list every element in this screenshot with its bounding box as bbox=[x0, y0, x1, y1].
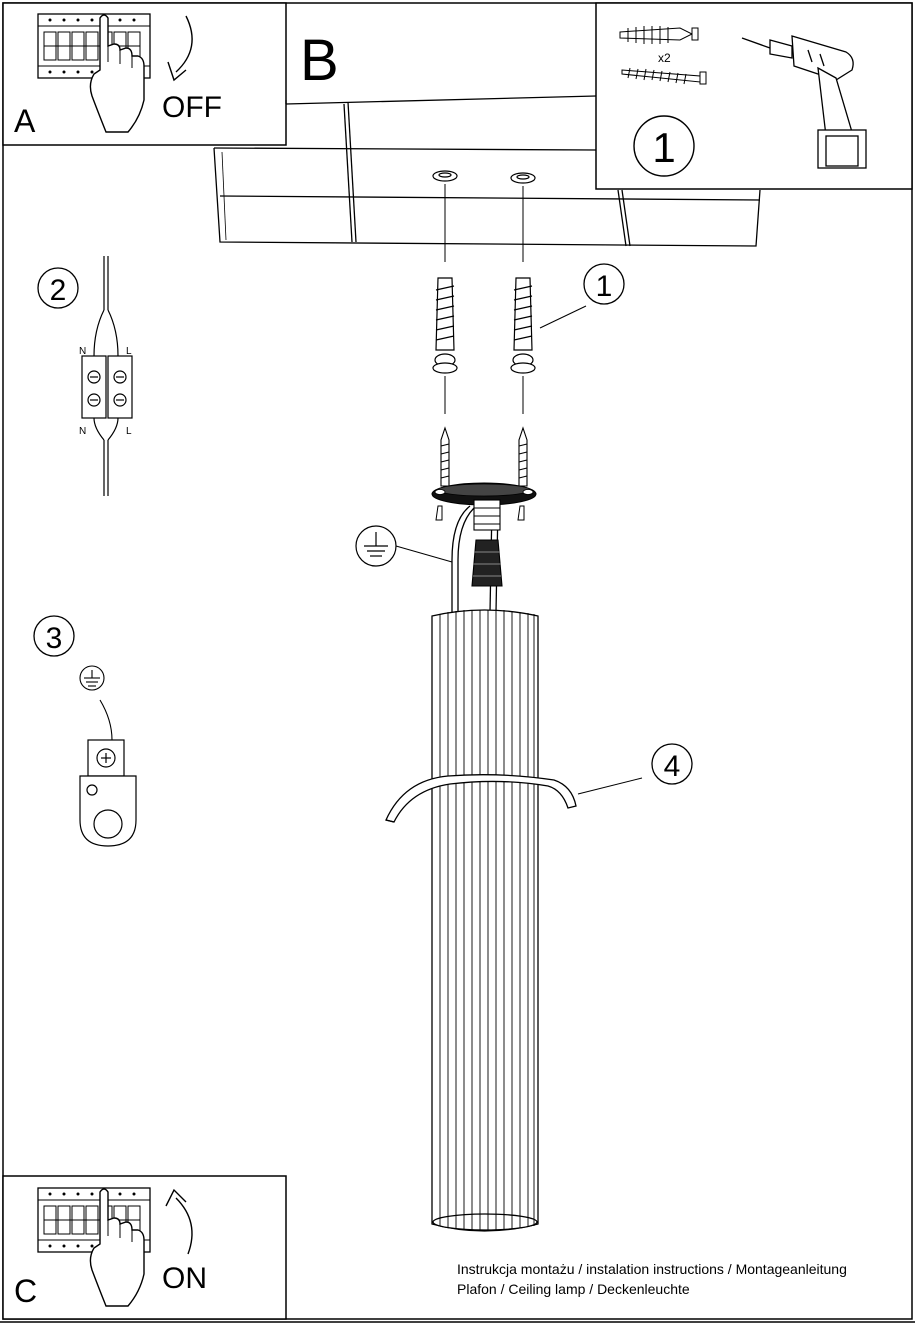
terminal-block-icon bbox=[81, 355, 133, 419]
lamp-ribs bbox=[439, 610, 535, 1230]
off-label: OFF bbox=[162, 91, 222, 124]
panel-tools: x2 1 bbox=[595, 2, 913, 190]
switch-up-arrow-icon bbox=[175, 1197, 193, 1255]
wire-l-top: L bbox=[126, 346, 132, 357]
panel-c: C ON bbox=[2, 1175, 287, 1320]
caption-line-1: Instrukcja montażu / instalation instruc… bbox=[457, 1261, 847, 1277]
earth-symbol-icon bbox=[355, 525, 397, 567]
drill-icon bbox=[741, 35, 867, 169]
dowel-icon bbox=[619, 26, 699, 44]
wire-n-bottom: N bbox=[79, 426, 86, 437]
step-number-1-tools: 1 bbox=[652, 124, 675, 171]
earth-symbol-icon bbox=[79, 665, 105, 691]
drill-holes bbox=[432, 170, 536, 184]
mounting-screws bbox=[440, 426, 528, 487]
packing-strap bbox=[385, 774, 577, 823]
step-number-3: 3 bbox=[46, 622, 63, 655]
lamp-tube bbox=[431, 609, 539, 1232]
wall-dowels bbox=[432, 277, 536, 374]
caption-line-2: Plafon / Ceiling lamp / Deckenleuchte bbox=[457, 1281, 690, 1297]
panel-a-letter: A bbox=[14, 103, 36, 139]
wire-n-top: N bbox=[79, 346, 86, 357]
on-label: ON bbox=[162, 1262, 207, 1295]
panel-b-letter: B bbox=[300, 28, 339, 93]
ceiling-illustration bbox=[213, 95, 761, 247]
step-number-2: 2 bbox=[50, 274, 67, 307]
step-number-1-dowels: 1 bbox=[596, 270, 613, 303]
panel-a: A OFF bbox=[2, 2, 287, 146]
earth-terminal-icon bbox=[79, 739, 137, 847]
switch-down-arrow-icon bbox=[175, 15, 193, 73]
wire-l-bottom: L bbox=[126, 426, 132, 437]
screw-icon bbox=[621, 67, 707, 85]
ceiling-canopy bbox=[431, 482, 537, 521]
cable-connector bbox=[471, 499, 503, 587]
wiring-diagram bbox=[93, 256, 119, 496]
step-number-4: 4 bbox=[664, 750, 681, 783]
kit-quantity: x2 bbox=[658, 51, 671, 65]
panel-c-letter: C bbox=[14, 1273, 37, 1309]
